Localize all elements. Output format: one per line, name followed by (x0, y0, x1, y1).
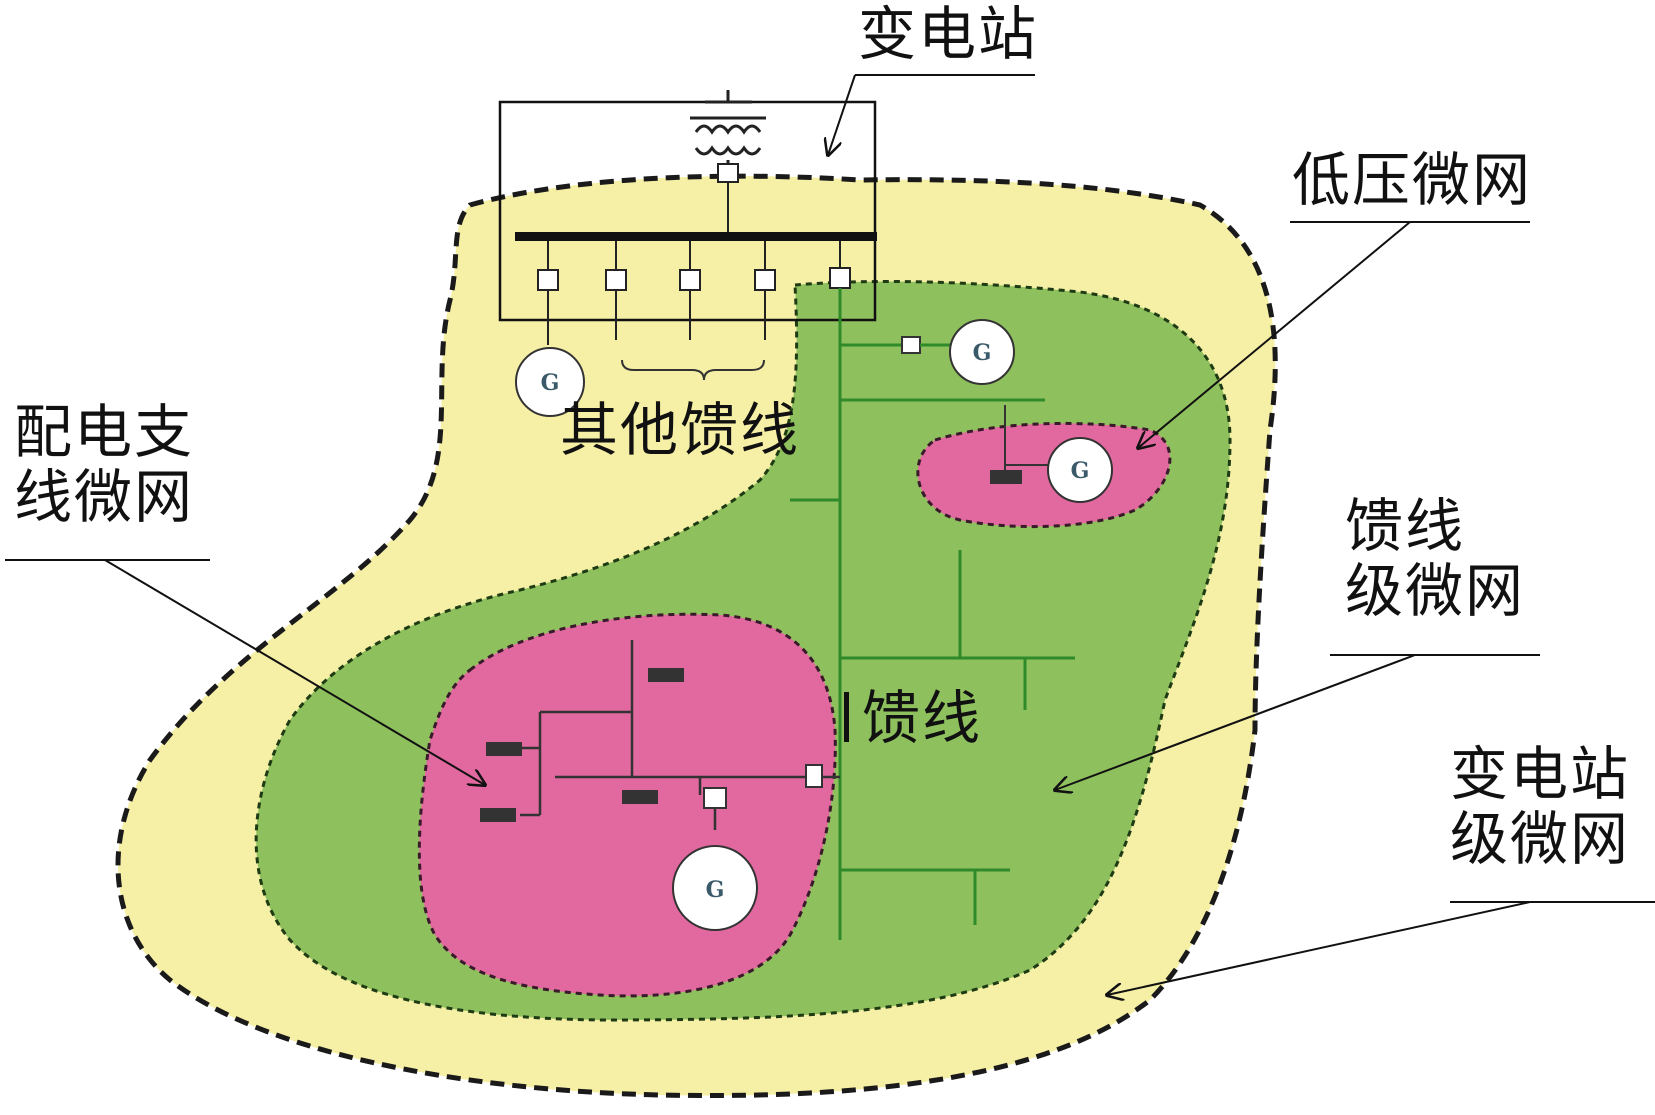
feeder-lines (790, 288, 1075, 940)
branch-microgrid-zone (417, 612, 837, 998)
svg-text:G: G (706, 877, 725, 903)
branch-microgrid-label: 配电支 线微网 (14, 398, 195, 531)
other-feeders-brace (621, 359, 765, 381)
load-icons (480, 668, 684, 822)
feeder-microgrid-label: 馈线 级微网 (1345, 492, 1526, 625)
generator-icon: G (1047, 437, 1113, 503)
feeder-label: 馈线 (862, 684, 983, 752)
lv-microgrid-elements (1004, 405, 1055, 470)
lv-microgrid-label: 低压微网 (1292, 146, 1533, 214)
substation-microgrid-label: 变电站 级微网 (1450, 740, 1631, 873)
label-leaders (5, 74, 1655, 995)
busbar (515, 232, 877, 241)
svg-text:G: G (1071, 458, 1090, 484)
feeder-breakers (537, 241, 851, 345)
generator-icon: G (949, 319, 1015, 385)
substation-box (498, 100, 877, 322)
substation-label: 变电站 (858, 0, 1039, 68)
transformer-icon (690, 90, 766, 168)
load-icon (990, 470, 1022, 484)
feeder-marker (844, 692, 849, 742)
other-feeders-label: 其他馈线 (560, 396, 801, 464)
generator-icon: G (515, 347, 585, 417)
lv-microgrid-zone (916, 421, 1172, 529)
branch-microgrid-lines (520, 640, 840, 830)
svg-text:G: G (973, 340, 992, 366)
svg-text:G: G (541, 370, 560, 396)
generator-icon: G (672, 845, 758, 931)
